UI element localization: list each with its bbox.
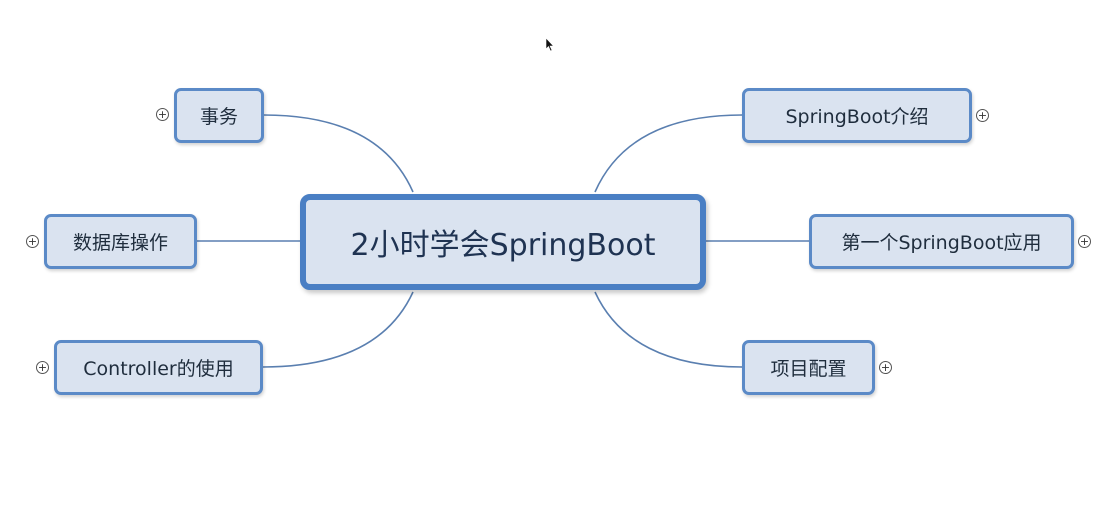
connector-right-bottom [594,291,743,368]
topic-transaction-label: 事务 [199,106,238,128]
topic-first-springboot-app-label: 第一个SpringBoot应用 [841,232,1042,254]
topic-database-operation[interactable]: 数据库操作 [44,214,197,269]
central-topic-label: 2小时学会SpringBoot [350,228,656,263]
topic-controller-usage[interactable]: Controller的使用 [54,340,263,395]
connector-right-top [594,114,743,193]
connector-left-top [263,114,414,193]
topic-database-operation-label: 数据库操作 [72,232,168,254]
topic-project-config[interactable]: 项目配置 [742,340,875,395]
expand-springboot-intro-icon[interactable]: + [976,109,989,122]
expand-database-operation-icon[interactable]: + [26,235,39,248]
connector-left-bottom [262,291,414,368]
topic-springboot-intro-label: SpringBoot介绍 [785,106,929,128]
topic-springboot-intro[interactable]: SpringBoot介绍 [742,88,972,143]
expand-first-springboot-app-icon[interactable]: + [1078,235,1091,248]
expand-transaction-icon[interactable]: + [156,108,169,121]
central-topic[interactable]: 2小时学会SpringBoot [300,194,706,290]
expand-controller-usage-icon[interactable]: + [36,361,49,374]
expand-project-config-icon[interactable]: + [879,361,892,374]
topic-project-config-label: 项目配置 [770,358,847,380]
topic-transaction[interactable]: 事务 [174,88,264,143]
mouse-cursor-icon [545,38,555,52]
topic-controller-usage-label: Controller的使用 [83,358,234,380]
topic-first-springboot-app[interactable]: 第一个SpringBoot应用 [809,214,1074,269]
